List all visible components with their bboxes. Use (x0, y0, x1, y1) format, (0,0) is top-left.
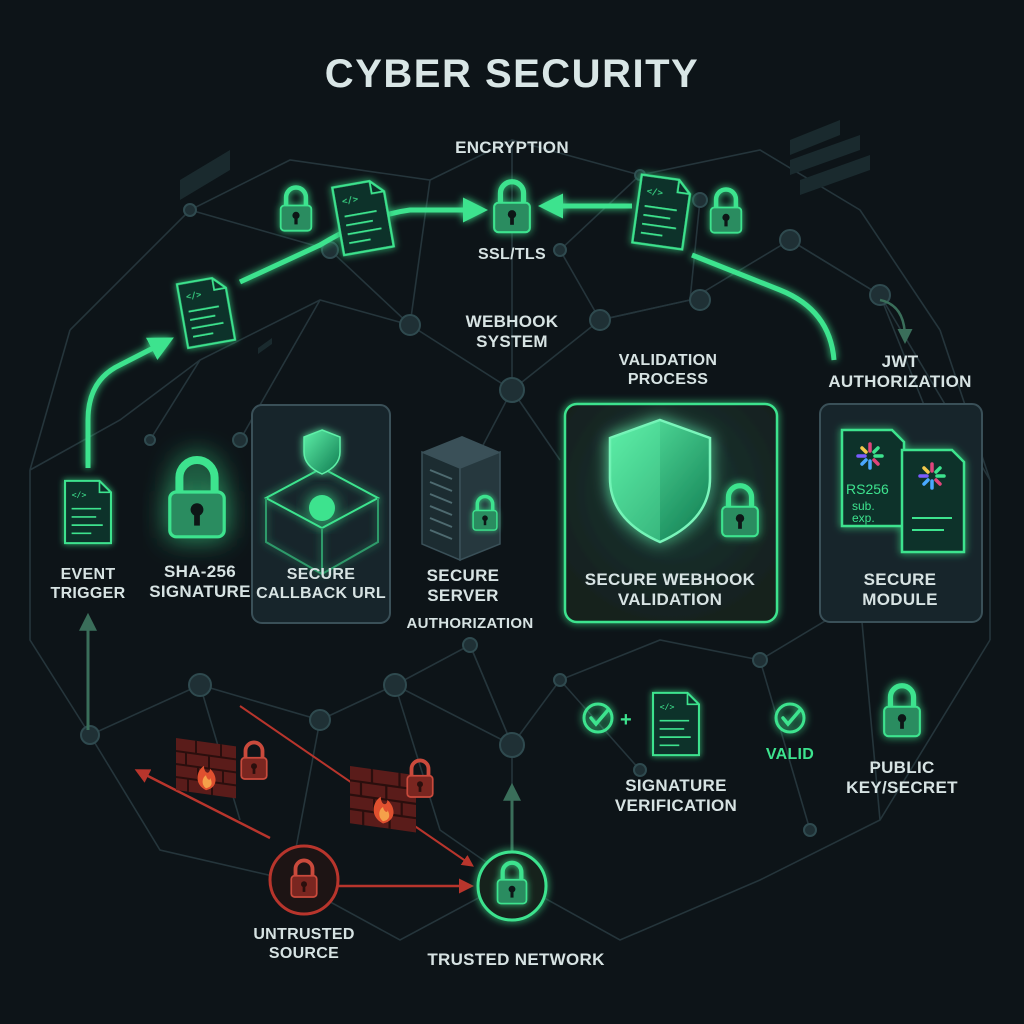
label-secure-webhook-validation: SECURE WEBHOOK VALIDATION (585, 570, 755, 610)
padlock-icon (711, 190, 742, 233)
plus-sign: + (620, 709, 632, 731)
label-secure-module-line2: MODULE (862, 590, 938, 610)
firewall-icon (174, 736, 238, 800)
label-jwt-authorization-line1: JWT (881, 352, 919, 371)
label-secure-module: SECURE MODULE (862, 570, 937, 610)
shield-icon (303, 429, 341, 475)
document-code-icon (331, 177, 395, 257)
label-untrusted-source: UNTRUSTED SOURCE (253, 926, 354, 964)
label-valid: VALID (765, 746, 815, 763)
label-secure-server: SECURE SERVER (427, 566, 500, 606)
label-public-key-secret-line2: KEY/SECRET (846, 778, 958, 798)
firewall-icon (348, 764, 418, 834)
server-icon (421, 436, 501, 562)
signature-document-icon (652, 691, 700, 757)
label-secure-callback-url: SECURE CALLBACK URL (256, 566, 386, 604)
document-code-icon (631, 173, 693, 251)
padlock-icon (281, 188, 312, 231)
label-validation-process-line2: PROCESS (627, 370, 709, 388)
label-secure-callback-url-line1: SECURE (286, 566, 356, 583)
callback-node-icon (309, 495, 335, 521)
label-event-trigger-line2: TRIGGER (50, 584, 126, 602)
label-event-trigger: EVENT TRIGGER (51, 566, 126, 604)
label-jwt-authorization-line2: AUTHORIZATION (828, 372, 972, 392)
label-sha256-signature-line2: SIGNATURE (149, 582, 251, 602)
cube-icon (263, 466, 381, 576)
shield-icon (608, 418, 712, 544)
label-sha256-signature-line1: SHA-256 (163, 562, 237, 581)
public-key-lock-icon (884, 686, 920, 736)
label-signature-verification-line2: VERIFICATION (614, 796, 738, 816)
sha256-lock-icon (170, 460, 224, 537)
decor-hatch (180, 120, 870, 354)
label-ssl-tls: SSL/TLS (478, 246, 546, 263)
firewall-lock-icon (239, 740, 269, 781)
network-nodes (80, 169, 936, 886)
label-authorization: AUTHORIZATION (406, 615, 534, 632)
label-untrusted-source-line2: SOURCE (268, 944, 340, 962)
label-sha256-signature: SHA-256 SIGNATURE (149, 562, 251, 602)
label-secure-server-line2: SERVER (427, 586, 499, 606)
label-public-key-secret-line1: PUBLIC (869, 758, 935, 777)
label-event-trigger-line1: EVENT (60, 566, 116, 583)
label-secure-callback-url-line2: CALLBACK URL (256, 584, 386, 602)
jwt-alg-text: RS256 (846, 481, 889, 497)
label-public-key-secret: PUBLIC KEY/SECRET (846, 758, 958, 798)
label-secure-webhook-validation-line2: VALIDATION (617, 590, 723, 610)
jwt-claim-exp: exp. (852, 511, 875, 525)
jwt-token-icon (840, 428, 966, 554)
label-webhook-system-line1: WEBHOOK (465, 312, 559, 331)
label-webhook-system-line2: SYSTEM (476, 332, 548, 352)
label-secure-module-line1: SECURE (863, 570, 937, 589)
label-signature-verification-line1: SIGNATURE (625, 776, 727, 795)
label-trusted-network: TRUSTED NETWORK (427, 950, 605, 969)
jwt-flow-arrow (879, 298, 913, 344)
label-validation-process: VALIDATION PROCESS (619, 352, 717, 390)
event-trigger-document-icon (64, 479, 112, 545)
checkmark-circle-icon (774, 702, 806, 734)
document-code-icon (175, 274, 237, 350)
label-jwt-authorization: JWT AUTHORIZATION (828, 352, 971, 392)
label-secure-server-line1: SECURE (426, 566, 500, 585)
label-secure-webhook-validation-line1: SECURE WEBHOOK (584, 570, 756, 589)
page-title: CYBER SECURITY (324, 52, 700, 96)
checkmark-circle-icon (582, 702, 614, 734)
label-encryption: ENCRYPTION (455, 138, 569, 157)
label-validation-process-line1: VALIDATION (618, 352, 718, 369)
label-untrusted-source-line1: UNTRUSTED (253, 926, 355, 943)
label-signature-verification: SIGNATURE VERIFICATION (615, 776, 737, 816)
jwt-claim-sub: sub. (852, 499, 875, 513)
label-webhook-system: WEBHOOK SYSTEM (466, 312, 559, 352)
